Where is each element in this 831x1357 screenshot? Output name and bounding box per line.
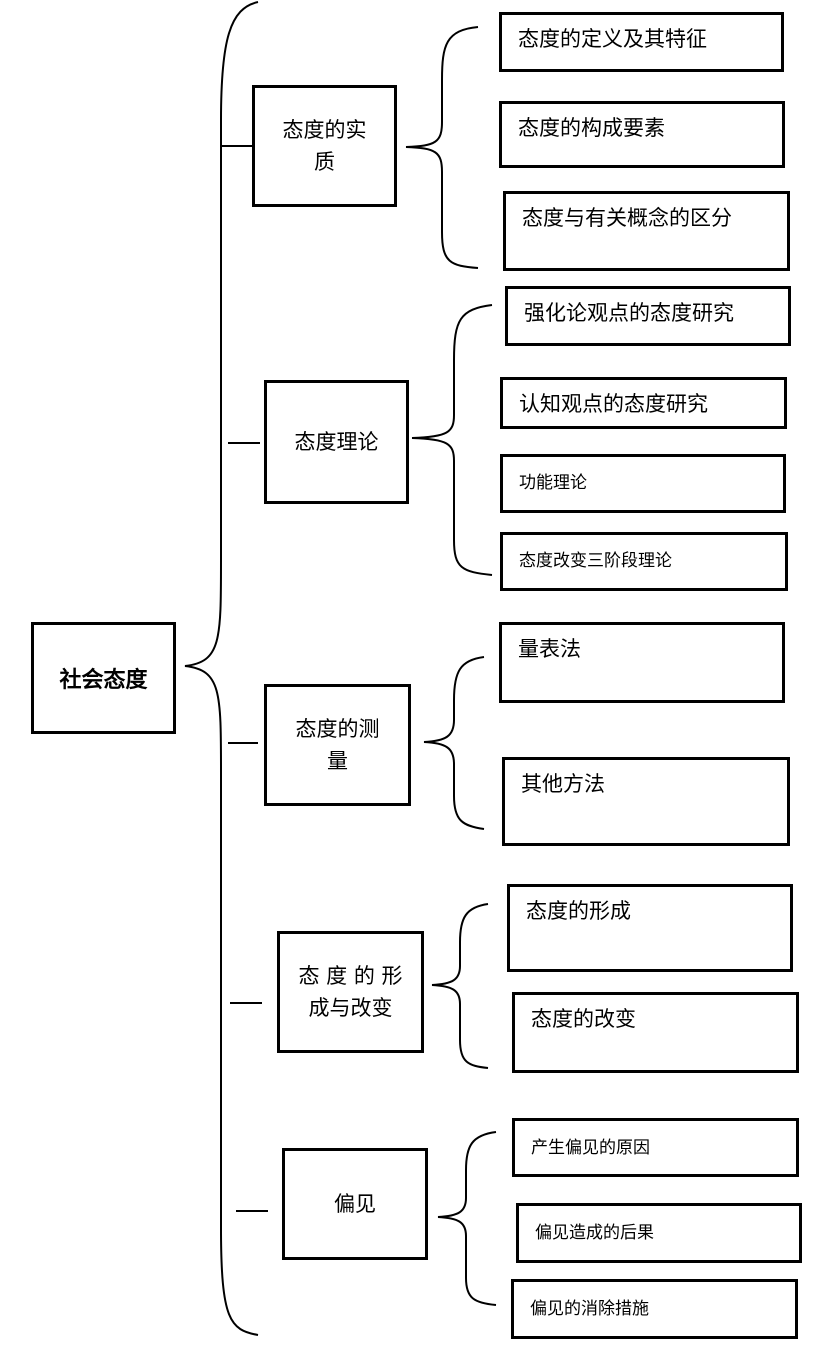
leaf-label: 产生偏见的原因: [531, 1137, 650, 1158]
leaf-label: 偏见造成的后果: [535, 1223, 654, 1243]
leaf-node: 产生偏见的原因: [512, 1118, 799, 1177]
leaf-node: 态度的定义及其特征: [499, 12, 784, 72]
root-node: 社会态度: [31, 622, 176, 734]
leaf-label: 态度的改变: [531, 1007, 636, 1031]
leaf-node: 偏见的消除措施: [511, 1279, 798, 1339]
section-label-line: 偏见: [334, 1192, 376, 1216]
leaf-label: 量表法: [518, 637, 581, 661]
leaf-node: 态度改变三阶段理论: [500, 532, 788, 591]
leaf-node: 其他方法: [502, 757, 790, 846]
brace-4: [431, 903, 489, 1069]
section-label-line: 态 度 的 形: [298, 964, 403, 988]
brace-3: [423, 656, 485, 830]
brace-2: [411, 304, 493, 576]
leaf-label: 态度的定义及其特征: [518, 27, 707, 51]
section-label-line: 成与改变: [308, 996, 393, 1020]
section-label-line: 态度的实: [282, 118, 367, 142]
section-label-line: 质: [314, 150, 335, 174]
brace-5: [437, 1131, 497, 1306]
leaf-node: 偏见造成的后果: [516, 1203, 802, 1263]
leaf-label: 其他方法: [521, 772, 605, 796]
leaf-node: 态度的改变: [512, 992, 799, 1073]
section-label-line: 态度理论: [294, 430, 379, 454]
brace-1: [405, 26, 479, 269]
leaf-label: 态度的构成要素: [518, 116, 665, 140]
main-brace: [184, 1, 259, 1336]
root-label: 社会态度: [59, 668, 148, 693]
section-node-4: 态 度 的 形 成与改变: [277, 931, 424, 1053]
leaf-label: 认知观点的态度研究: [519, 392, 708, 416]
section-node-3: 态度的测 量: [264, 684, 411, 806]
section-node-2: 态度理论: [264, 380, 409, 504]
leaf-label: 态度与有关概念的区分: [522, 206, 732, 230]
leaf-label: 偏见的消除措施: [530, 1299, 649, 1319]
section-node-1: 态度的实 质: [252, 85, 397, 207]
section-label-line: 态度的测: [295, 717, 380, 741]
section-label-line: 量: [327, 749, 348, 773]
leaf-node: 功能理论: [500, 454, 786, 513]
leaf-node: 态度的构成要素: [499, 101, 785, 168]
leaf-node: 态度的形成: [507, 884, 793, 972]
leaf-label: 功能理论: [519, 473, 587, 493]
leaf-label: 态度改变三阶段理论: [519, 551, 672, 571]
section-node-5: 偏见: [282, 1148, 428, 1260]
leaf-node: 态度与有关概念的区分: [503, 191, 790, 271]
leaf-node: 认知观点的态度研究: [500, 377, 787, 429]
leaf-node: 强化论观点的态度研究: [505, 286, 791, 346]
leaf-label: 强化论观点的态度研究: [524, 301, 734, 325]
leaf-label: 态度的形成: [526, 899, 631, 923]
leaf-node: 量表法: [499, 622, 785, 703]
